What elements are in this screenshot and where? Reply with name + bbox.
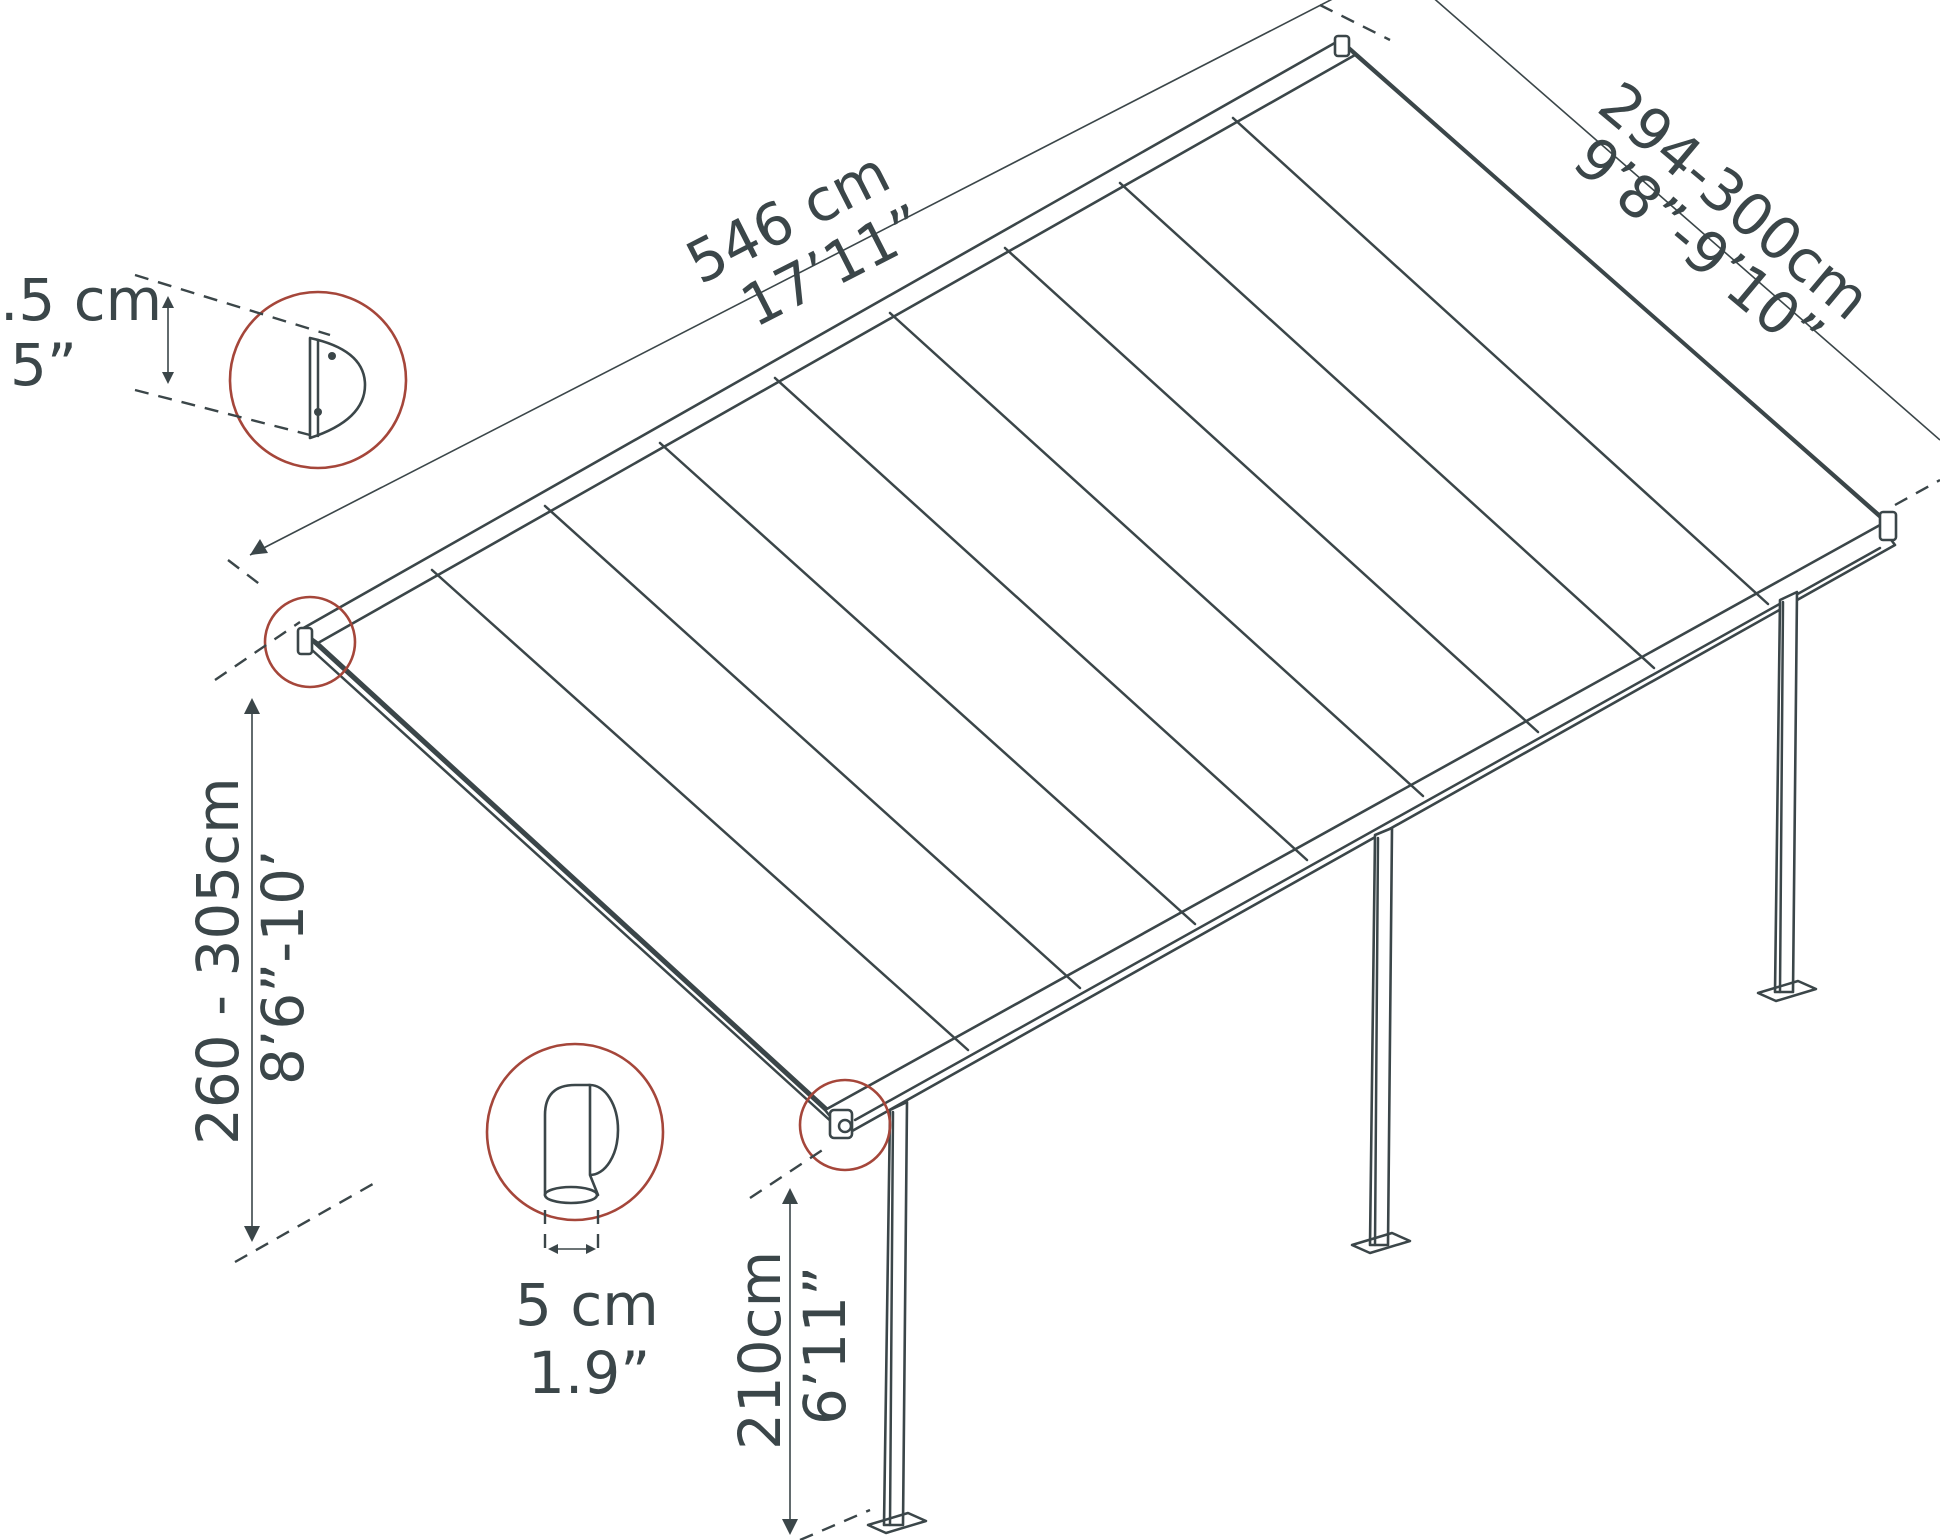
post-front-right [1756, 590, 1818, 1003]
post-height-dimension [749, 1143, 871, 1540]
gutter-elbow-icon [543, 1083, 620, 1205]
roof-panel-seams [430, 116, 1770, 1052]
post-width-in-label: 1.9” [528, 1339, 650, 1407]
wall-bracket-callout [263, 595, 357, 689]
gutter-elbow-detail [485, 1042, 665, 1255]
wall-bracket-icon [308, 336, 367, 440]
post-width-cm-label: 5 cm [515, 1271, 659, 1339]
roof-frame [298, 38, 1897, 1137]
post-front-middle [1350, 826, 1412, 1255]
post-front-left [866, 1100, 928, 1535]
wall-bracket-detail [134, 273, 408, 470]
corner-fittings [296, 34, 1898, 1140]
gutter-in-label: 5” [10, 331, 77, 399]
post-height-ft-label: 6’11” [791, 1266, 859, 1425]
length-dimension [227, 0, 1391, 587]
wall-height-ft-label: 8’6”-10’ [249, 850, 317, 1085]
post-height-cm-label: 210cm [726, 1251, 794, 1450]
wall-height-cm-label: 260 - 305cm [184, 777, 252, 1145]
width-dimension [1434, 0, 1940, 507]
wall-height-dimension [214, 621, 381, 1264]
corner-callout [798, 1078, 892, 1172]
gutter-cm-label: .5 cm [0, 266, 162, 334]
